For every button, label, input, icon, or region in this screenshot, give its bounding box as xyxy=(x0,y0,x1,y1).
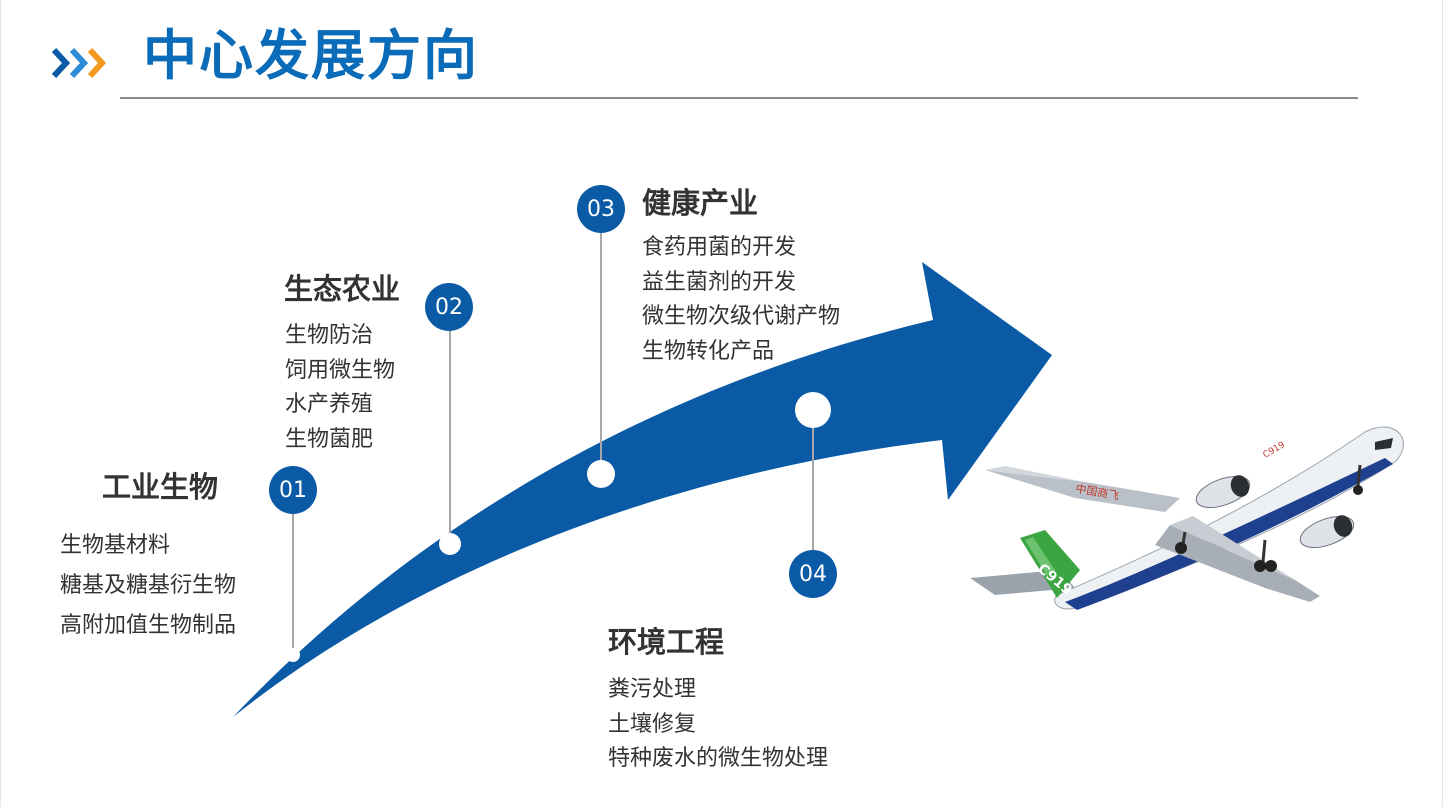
section-title-environmental-eng: 环境工程 xyxy=(608,624,724,660)
step-badge-03: 03 xyxy=(577,185,625,233)
list-item: 食药用菌的开发 xyxy=(642,231,840,266)
list-item: 水产养殖 xyxy=(285,388,395,423)
airplane-icon: C919 中国商飞 C919 xyxy=(965,420,1415,625)
step-badge-04: 04 xyxy=(789,550,837,598)
list-item: 土壤修复 xyxy=(608,708,828,743)
list-item: 益生菌剂的开发 xyxy=(642,266,840,301)
list-item: 生物转化产品 xyxy=(642,335,840,370)
section-list-health-industry: 食药用菌的开发 益生菌剂的开发 微生物次级代谢产物 生物转化产品 xyxy=(642,231,840,369)
section-list-eco-agriculture: 生物防治 饲用微生物 水产养殖 生物菌肥 xyxy=(285,319,395,457)
connector-line-02 xyxy=(449,325,451,543)
timeline-dot-01 xyxy=(286,648,300,662)
timeline-dot-03 xyxy=(587,460,615,488)
connector-line-03 xyxy=(600,226,602,474)
list-item: 高附加值生物制品 xyxy=(60,606,236,646)
list-item: 糖基及糖基衍生物 xyxy=(60,566,236,606)
svg-text:C919: C919 xyxy=(1262,440,1288,461)
list-item: 生物基材料 xyxy=(60,526,236,566)
connector-line-04 xyxy=(812,410,814,555)
list-item: 生物防治 xyxy=(285,319,395,354)
list-item: 特种废水的微生物处理 xyxy=(608,742,828,777)
list-item: 微生物次级代谢产物 xyxy=(642,300,840,335)
section-title-industrial-bio: 工业生物 xyxy=(102,469,218,505)
timeline-dot-02 xyxy=(439,533,461,555)
section-title-health-industry: 健康产业 xyxy=(642,185,758,221)
timeline-dot-04 xyxy=(795,392,831,428)
connector-line-01 xyxy=(292,508,294,656)
list-item: 生物菌肥 xyxy=(285,423,395,458)
list-item: 饲用微生物 xyxy=(285,354,395,389)
section-list-environmental-eng: 粪污处理 土壤修复 特种废水的微生物处理 xyxy=(608,673,828,777)
list-item: 粪污处理 xyxy=(608,673,828,708)
step-badge-02: 02 xyxy=(425,283,473,331)
section-list-industrial-bio: 生物基材料 糖基及糖基衍生物 高附加值生物制品 xyxy=(60,526,236,646)
step-badge-01: 01 xyxy=(269,466,317,514)
section-title-eco-agriculture: 生态农业 xyxy=(284,271,400,307)
